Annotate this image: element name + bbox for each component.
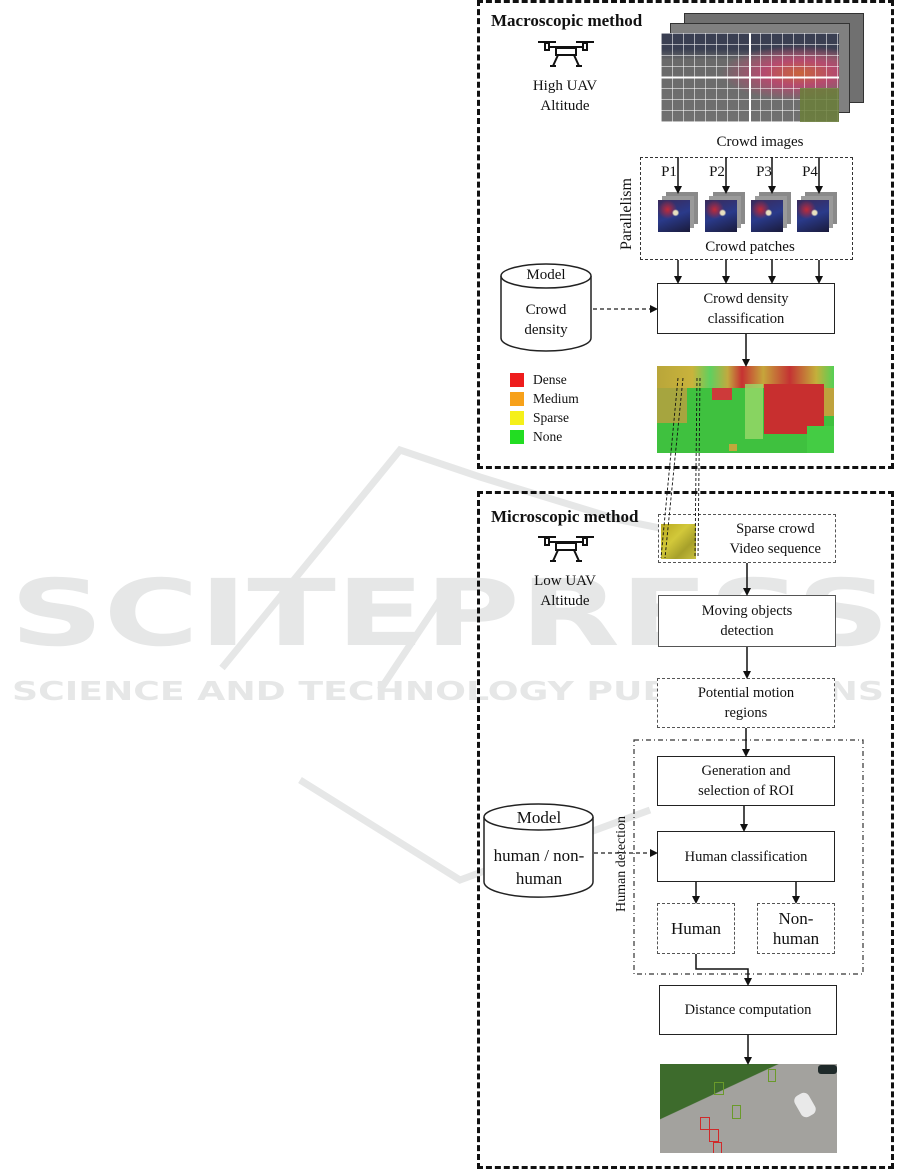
crowd-patch-stack (797, 192, 839, 234)
human-box[interactable]: Human (657, 903, 735, 954)
model-line2: human (515, 869, 563, 888)
model-title: Model (516, 808, 562, 827)
legend-sparse: Sparse (510, 408, 579, 427)
sparse-crowd-thumbnail (661, 524, 696, 559)
model-title: Model (526, 267, 566, 283)
detection-box-safe (768, 1069, 776, 1082)
generation-selection-roi-box[interactable]: Generation and selection of ROI (657, 756, 835, 806)
legend-swatch-dense (510, 372, 524, 387)
roi-line2: selection of ROI (698, 783, 794, 799)
distance-result-image (660, 1064, 837, 1153)
high-altitude-label: High UAV Altitude (520, 76, 610, 116)
roi-line1: Generation and (701, 763, 791, 779)
distance-label: Distance computation (684, 1002, 812, 1018)
detection-box-violation (713, 1142, 722, 1153)
potential-motion-regions-box[interactable]: Potential motion regions (657, 678, 835, 728)
macroscopic-title: Macroscopic method (491, 11, 643, 30)
low-altitude-label: Low UAV Altitude (520, 571, 610, 611)
detection-box-safe (732, 1105, 741, 1119)
detection-box-safe (714, 1082, 724, 1095)
patch-label-p2: P2 (709, 164, 725, 180)
crowd-patch-stack (751, 192, 793, 234)
model-crowd-density: Crowd density (503, 300, 589, 340)
crowd-images-label: Crowd images (716, 134, 804, 150)
altitude-line1: Low UAV (534, 573, 596, 589)
altitude-line2: Altitude (540, 593, 590, 609)
nonhuman-line1: Non- (778, 908, 814, 928)
altitude-line1: High UAV (532, 78, 598, 94)
crowd-density-classification-box[interactable]: Crowd density classification (657, 283, 835, 334)
legend-medium: Medium (510, 389, 579, 408)
detection-box-violation (709, 1129, 719, 1142)
moving-line1: Moving objects (701, 603, 793, 619)
legend-label: Dense (533, 371, 567, 387)
sparse-line1: Sparse crowd (736, 520, 815, 537)
classification-line1: Crowd density (703, 290, 789, 307)
crowd-image-grass (800, 88, 839, 122)
patch-label-p3: P3 (756, 164, 772, 180)
moving-objects-detection-box[interactable]: Moving objects detection (658, 595, 836, 647)
microscopic-section (477, 491, 894, 1169)
crowd-patch-image (658, 200, 690, 232)
legend-swatch-medium (510, 391, 524, 406)
drone-icon (538, 536, 594, 562)
potential-line2: regions (724, 705, 768, 721)
macroscopic-section (477, 0, 894, 469)
human-classification-label: Human classification (684, 848, 808, 865)
parallelism-box (640, 157, 853, 260)
human-model-cylinder (483, 803, 594, 898)
legend-swatch-sparse (510, 410, 524, 425)
detection-box-violation (700, 1117, 710, 1130)
density-legend: Dense Medium Sparse None (510, 370, 579, 446)
nonhuman-line2: human (772, 928, 820, 948)
legend-dense: Dense (510, 370, 579, 389)
drone-icon (538, 41, 594, 67)
legend-label: None (533, 428, 563, 444)
model-line2: density (524, 322, 568, 338)
model-line1: Crowd (525, 302, 567, 318)
sparse-line2: Video sequence (729, 540, 821, 557)
crowd-patches-label: Crowd patches (705, 239, 795, 255)
crowd-density-model-cylinder (500, 263, 592, 352)
model-line1: human / non- (493, 846, 585, 865)
legend-swatch-none (510, 429, 524, 444)
distance-computation-box[interactable]: Distance computation (659, 985, 837, 1035)
legend-label: Medium (533, 390, 579, 406)
human-classification-box[interactable]: Human classification (657, 831, 835, 882)
crowd-patch-image (751, 200, 783, 232)
potential-line1: Potential motion (697, 685, 795, 701)
parallelism-label: Parallelism (618, 178, 635, 250)
patch-label-p1: P1 (661, 164, 677, 180)
model-human-nonhuman: human / non- human (484, 844, 594, 890)
human-detection-label: Human detection (614, 815, 629, 912)
microscopic-title: Microscopic method (491, 507, 639, 526)
density-heatmap-image (657, 366, 834, 453)
crowd-patch-image (705, 200, 737, 232)
classification-line2: classification (707, 310, 785, 327)
patch-label-p4: P4 (802, 164, 818, 180)
crowd-patch-stack (658, 192, 700, 234)
altitude-line2: Altitude (540, 98, 590, 114)
moving-line2: detection (720, 623, 774, 639)
watermark-swoosh (219, 445, 721, 671)
human-label: Human (670, 918, 722, 938)
legend-none: None (510, 427, 579, 446)
non-human-box[interactable]: Non- human (757, 903, 835, 954)
legend-label: Sparse (533, 409, 569, 425)
crowd-patch-stack (705, 192, 747, 234)
crowd-patch-image (797, 200, 829, 232)
